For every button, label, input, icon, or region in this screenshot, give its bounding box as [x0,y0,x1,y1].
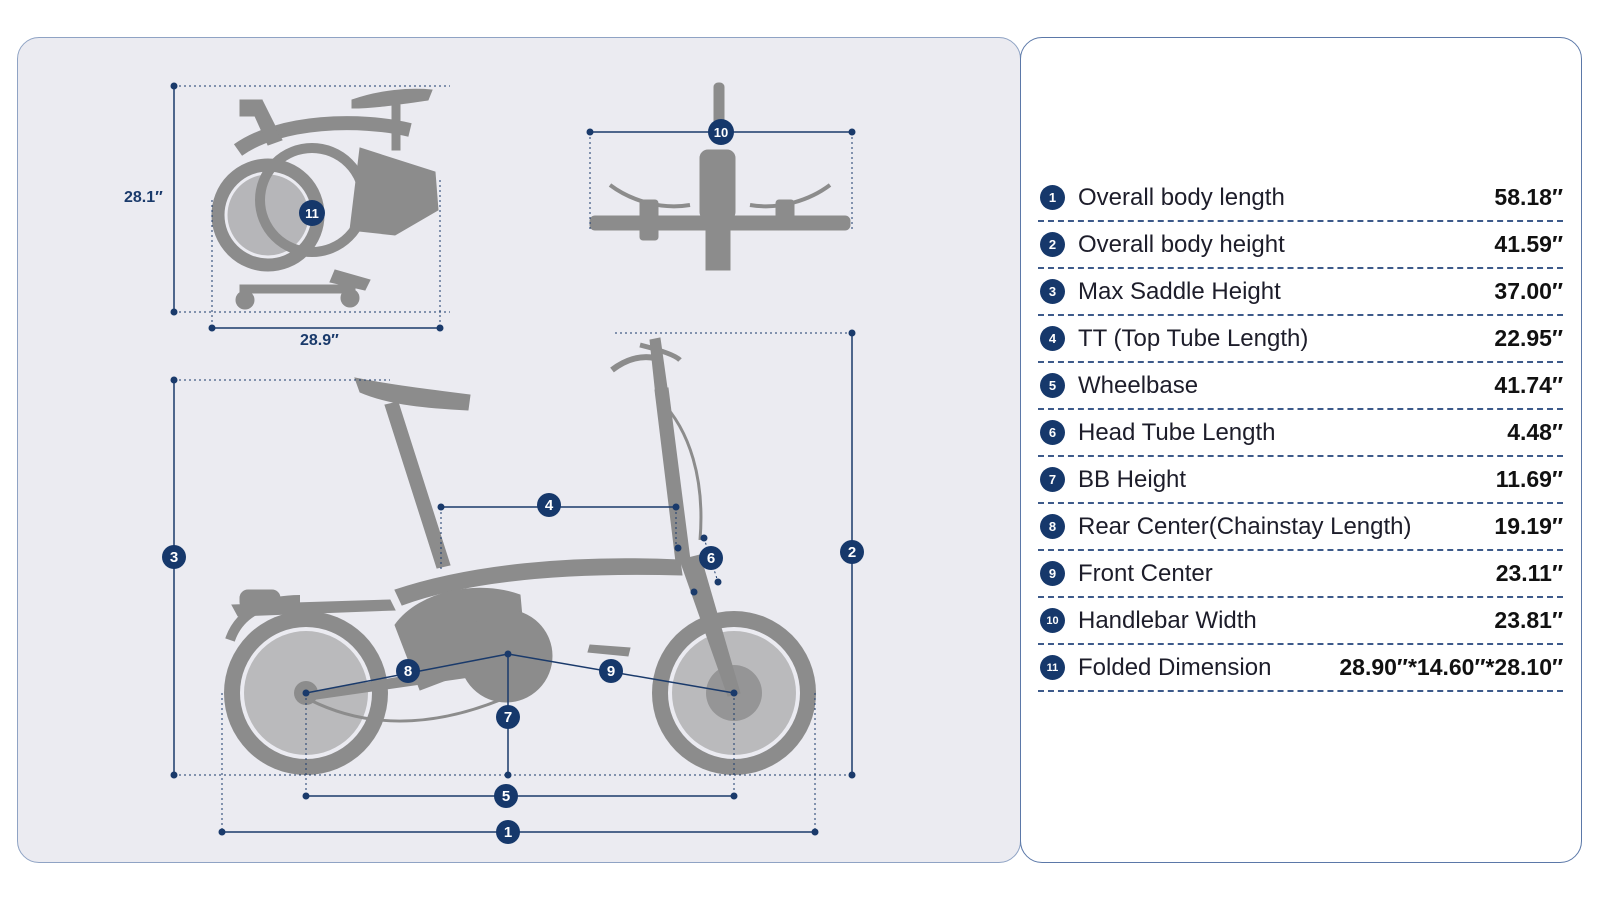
marker-10: 10 [708,119,734,145]
spec-label: Folded Dimension [1078,653,1272,681]
spec-row: 1 Overall body length 58.18″ [1038,175,1563,222]
spec-number-badge: 1 [1040,185,1065,210]
svg-text:9: 9 [607,663,615,680]
spec-row: 9 Front Center 23.11″ [1038,551,1563,598]
spec-label: Head Tube Length [1078,418,1276,446]
diagram-panel [17,37,1021,863]
svg-text:1: 1 [504,824,512,841]
spec-value: 41.74″ [1494,372,1563,398]
spec-label: Front Center [1078,559,1213,587]
main-dimension-lines [170,329,856,836]
spec-number-badge: 10 [1040,608,1065,633]
spec-label: Rear Center(Chainstay Length) [1078,512,1412,540]
spec-value: 22.95″ [1494,325,1563,351]
marker-6: 6 [699,546,723,570]
spec-number-badge: 9 [1040,561,1065,586]
folded-dimension-lines [170,82,450,332]
spec-row: 11 Folded Dimension 28.90″*14.60″*28.10″ [1038,645,1563,692]
svg-text:2: 2 [848,544,856,561]
spec-list: 1 Overall body length 58.18″ 2 Overall b… [1038,175,1563,692]
spec-row: 3 Max Saddle Height 37.00″ [1038,269,1563,316]
spec-number-badge: 8 [1040,514,1065,539]
svg-text:11: 11 [305,206,319,221]
spec-row: 6 Head Tube Length 4.48″ [1038,410,1563,457]
marker-7: 7 [496,705,520,729]
spec-label: Max Saddle Height [1078,277,1281,305]
spec-value: 19.19″ [1494,513,1563,539]
spec-number-badge: 6 [1040,420,1065,445]
marker-8: 8 [396,659,420,683]
spec-row: 5 Wheelbase 41.74″ [1038,363,1563,410]
svg-text:5: 5 [502,788,510,805]
spec-number-badge: 11 [1040,655,1065,680]
spec-label: BB Height [1078,465,1187,493]
marker-3: 3 [162,545,186,569]
spec-number-badge: 2 [1040,232,1065,257]
spec-number-badge: 7 [1040,467,1065,492]
spec-value: 4.48″ [1507,419,1563,445]
svg-text:10: 10 [714,125,728,140]
spec-label: Wheelbase [1078,371,1199,399]
folded-height-label: 28.1″ [124,189,163,206]
spec-value: 37.00″ [1494,278,1563,304]
spec-value: 23.11″ [1495,560,1563,586]
marker-11: 11 [299,200,325,226]
spec-row: 8 Rear Center(Chainstay Length) 19.19″ [1038,504,1563,551]
marker-1: 1 [496,820,520,844]
spec-row: 4 TT (Top Tube Length) 22.95″ [1038,316,1563,363]
marker-2: 2 [840,540,864,564]
svg-text:8: 8 [404,663,412,680]
spec-row: 2 Overall body height 41.59″ [1038,222,1563,269]
spec-panel [1020,37,1582,863]
svg-text:7: 7 [504,709,512,726]
svg-text:3: 3 [170,549,178,566]
spec-row: 7 BB Height 11.69″ [1038,457,1563,504]
spec-label: Overall body length [1078,183,1285,211]
marker-4: 4 [537,493,561,517]
spec-label: Overall body height [1078,230,1285,258]
spec-value: 23.81″ [1494,607,1563,633]
svg-text:4: 4 [545,497,554,514]
spec-value: 28.90″*14.60″*28.10″ [1339,654,1563,680]
main-bike-illustration [224,337,816,775]
diagram-markers: 1 2 3 4 5 6 7 8 [162,119,864,844]
spec-value: 11.69″ [1495,466,1563,492]
handlebar-illustration [589,82,851,271]
spec-row: 10 Handlebar Width 23.81″ [1038,598,1563,645]
spec-value: 58.18″ [1494,184,1563,210]
spec-label: Handlebar Width [1078,606,1257,634]
spec-number-badge: 5 [1040,373,1065,398]
spec-label: TT (Top Tube Length) [1078,324,1309,352]
spec-value: 41.59″ [1494,231,1563,257]
folded-bike-illustration [211,88,439,310]
marker-9: 9 [599,659,623,683]
spec-number-badge: 4 [1040,326,1065,351]
svg-text:6: 6 [707,550,715,567]
marker-5: 5 [494,784,518,808]
spec-number-badge: 3 [1040,279,1065,304]
folded-width-label: 28.9″ [300,332,339,349]
